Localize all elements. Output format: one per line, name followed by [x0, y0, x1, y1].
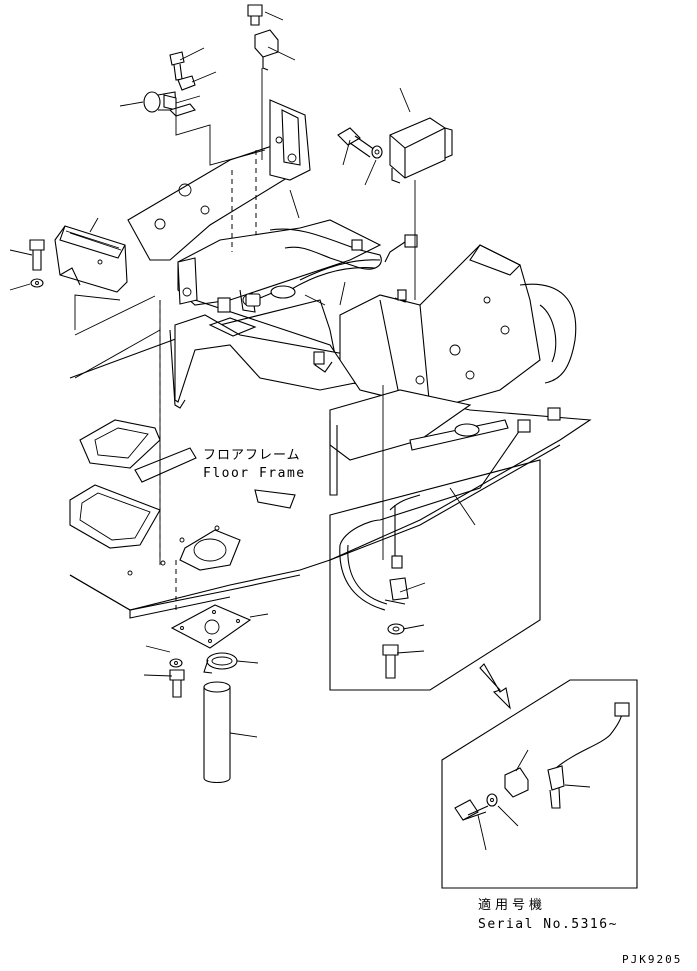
- switch-sensor: [143, 91, 196, 117]
- serial-label-en: Serial No.5316~: [478, 917, 618, 932]
- bolt-washer-left: [29, 239, 45, 288]
- detail-box-serial: [441, 679, 638, 889]
- floor-frame-label-en: Floor Frame: [203, 466, 306, 481]
- screw-clamp: [169, 51, 196, 91]
- serial-label-jp: 適用号機: [478, 897, 546, 913]
- cover-plate-lower: [170, 604, 252, 649]
- assembly-guide-lines: [74, 68, 416, 610]
- detail-arrow: [479, 663, 511, 710]
- bolt-washer-upper: [337, 127, 383, 159]
- hose-clamp: [203, 652, 238, 674]
- vertical-side-plate: [269, 99, 311, 181]
- wiring-hose: [217, 228, 418, 365]
- top-bolt: [247, 4, 263, 26]
- main-bracket: [127, 139, 382, 409]
- controller-box: [389, 117, 453, 184]
- drawing-code: PJK9205: [622, 953, 682, 966]
- detail-box-mid: [329, 407, 561, 691]
- bolt-lower: [169, 669, 185, 698]
- floor-frame-label-jp: フロアフレーム: [203, 448, 301, 463]
- washer-lower: [169, 658, 183, 668]
- leader-lines: [9, 11, 591, 851]
- pipe-tube: [203, 681, 231, 784]
- cover-block: [54, 225, 128, 293]
